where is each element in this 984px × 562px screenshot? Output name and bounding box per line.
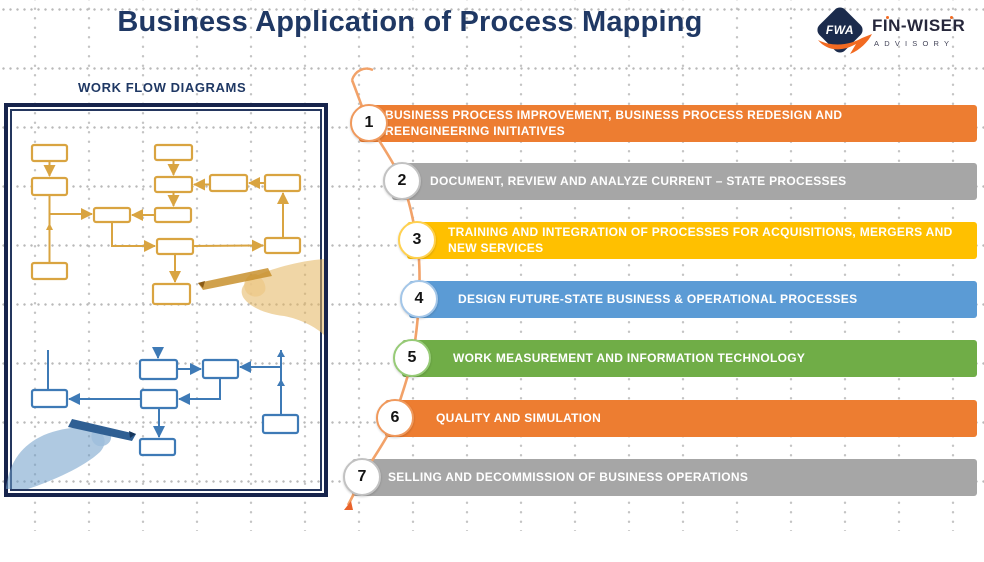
blue-up-arrowhead	[277, 350, 285, 357]
blue-connectors	[47, 347, 282, 438]
step-bar: DOCUMENT, REVIEW AND ANALYZE CURRENT – S…	[392, 163, 977, 200]
workflow-diagrams	[6, 143, 324, 489]
gold-up-arrowhead	[46, 223, 53, 230]
step-bar: TRAINING AND INTEGRATION OF PROCESSES FO…	[407, 222, 977, 259]
step-bar: WORK MEASUREMENT AND INFORMATION TECHNOL…	[402, 340, 977, 377]
step-label: SELLING AND DECOMMISSION OF BUSINESS OPE…	[388, 469, 749, 484]
step-number-badge: 3	[398, 221, 436, 259]
page-title: Business Application of Process Mapping	[117, 6, 703, 38]
step-number: 7	[357, 468, 367, 485]
step-bar: QUALITY AND SIMULATION	[385, 400, 977, 437]
workflow-panel	[4, 103, 328, 497]
gold-hand-with-pencil	[198, 259, 324, 335]
step-label: DESIGN FUTURE-STATE BUSINESS & OPERATION…	[458, 291, 858, 306]
step-bar: DESIGN FUTURE-STATE BUSINESS & OPERATION…	[409, 281, 977, 318]
logo-swoosh-icon	[818, 34, 872, 54]
step-number: 1	[364, 114, 374, 131]
step-bar: BUSINESS PROCESS IMPROVEMENT, BUSINESS P…	[359, 105, 977, 142]
step-number-badge: 4	[400, 280, 438, 318]
gold-flowchart	[30, 143, 302, 306]
step-number-badge: 5	[393, 339, 431, 377]
step-label: TRAINING AND INTEGRATION OF PROCESSES FO…	[448, 224, 953, 255]
step-number: 5	[407, 349, 417, 366]
workflow-panel-heading: WORK FLOW DIAGRAMS	[78, 80, 247, 95]
logo-name: FIN-WISER	[872, 16, 966, 35]
logo-i-dot	[950, 16, 953, 19]
step-label: WORK MEASUREMENT AND INFORMATION TECHNOL…	[453, 350, 806, 365]
blue-flowchart	[30, 358, 300, 457]
step-bar: SELLING AND DECOMMISSION OF BUSINESS OPE…	[352, 459, 977, 496]
logo-i-dot	[886, 16, 889, 19]
step-label: QUALITY AND SIMULATION	[436, 410, 602, 425]
step-number-badge: 6	[376, 399, 414, 437]
connector-end-arrowhead	[344, 501, 353, 510]
blue-hand-with-pen	[6, 419, 136, 489]
logo-tagline: ADVISORY	[874, 39, 955, 48]
step-number-badge: 1	[350, 104, 388, 142]
blue-up-arrowhead	[277, 379, 285, 386]
step-number-badge: 2	[383, 162, 421, 200]
step-number: 3	[412, 231, 422, 248]
slide-canvas: Business Application of Process Mapping …	[0, 0, 984, 531]
step-number: 6	[390, 409, 400, 426]
gold-connectors	[43, 160, 289, 283]
fin-wiser-logo: FWA FIN-WISER ADVISORY	[814, 4, 980, 58]
logo-text: FIN-WISER ADVISORY	[872, 16, 980, 48]
logo-monogram: FWA	[825, 23, 855, 37]
step-number: 4	[414, 290, 424, 307]
step-label: BUSINESS PROCESS IMPROVEMENT, BUSINESS P…	[385, 107, 843, 138]
step-label: DOCUMENT, REVIEW AND ANALYZE CURRENT – S…	[430, 173, 847, 188]
step-number: 2	[397, 172, 407, 189]
step-number-badge: 7	[343, 458, 381, 496]
